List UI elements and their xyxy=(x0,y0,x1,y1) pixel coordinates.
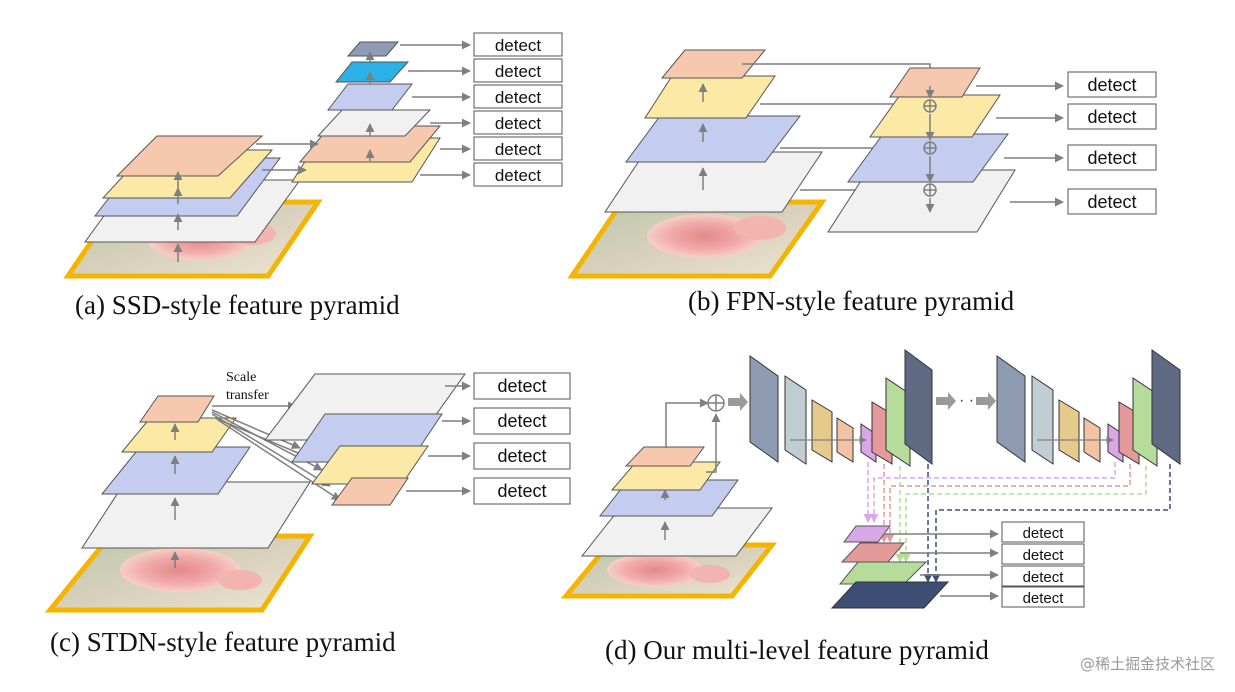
svg-text:detect: detect xyxy=(497,446,546,466)
detect-box: detect xyxy=(1067,71,1157,98)
feature-plane-slate-right xyxy=(346,41,400,57)
watermark: @稀土掘金技术社区 xyxy=(1079,655,1215,673)
feature-plane-yellow xyxy=(120,417,237,453)
arrow-right-icon xyxy=(936,392,956,410)
svg-text:detect: detect xyxy=(1023,525,1065,542)
arrow-right-icon xyxy=(976,392,996,410)
detect-box: detect xyxy=(473,477,571,505)
svg-text:detect: detect xyxy=(1023,547,1065,564)
detect-box: detect xyxy=(473,162,563,187)
rose-photo-icon xyxy=(567,199,827,279)
svg-text:detect: detect xyxy=(1087,75,1136,95)
feature-plane-gray xyxy=(81,481,311,549)
svg-text:detect: detect xyxy=(497,411,546,431)
detect-box: detect xyxy=(1067,144,1157,171)
svg-text:detect: detect xyxy=(497,376,546,396)
detect-box: detect xyxy=(1001,565,1085,587)
svg-text:detect: detect xyxy=(1023,590,1065,607)
feature-plane-yellow-right xyxy=(869,94,1001,138)
panel-d-multilevel: · · · xyxy=(560,349,1181,609)
feature-plane-green xyxy=(838,561,928,585)
detect-box: detect xyxy=(1001,521,1085,543)
svg-text:detect: detect xyxy=(1087,107,1136,127)
feature-plane-cyan-right xyxy=(334,61,410,83)
detect-box: detect xyxy=(473,84,563,109)
detect-box: detect xyxy=(473,110,563,135)
panel-a-ssd: detect detect detect detect detect detec… xyxy=(63,32,563,279)
caption-d: (d) Our multi-level feature pyramid xyxy=(605,635,989,665)
circle-plus-icon xyxy=(923,183,937,197)
detect-box: detect xyxy=(473,407,571,435)
feature-plane-yellow xyxy=(644,75,776,119)
detect-box: detect xyxy=(473,58,563,83)
rose-photo-icon xyxy=(560,542,778,599)
tum-block-2 xyxy=(996,349,1181,467)
feature-plane-navy xyxy=(830,581,950,609)
feature-plane-gray-right xyxy=(316,109,432,137)
caption-a: (a) SSD-style feature pyramid xyxy=(75,290,400,320)
detect-box: detect xyxy=(1001,543,1085,565)
feature-plane-peach xyxy=(624,446,705,467)
circle-plus-icon xyxy=(923,99,937,113)
caption-c: (c) STDN-style feature pyramid xyxy=(50,627,396,657)
feature-plane-peach xyxy=(139,395,215,423)
detect-box: detect xyxy=(473,442,571,470)
feature-plane-peach xyxy=(115,135,264,177)
feature-plane-peach-right xyxy=(889,67,981,98)
svg-text:detect: detect xyxy=(495,114,542,133)
feature-plane-gray xyxy=(580,507,773,557)
svg-text:detect: detect xyxy=(495,140,542,159)
circle-plus-icon xyxy=(707,394,725,412)
panel-b-fpn: detect detect detect detect xyxy=(567,49,1157,279)
svg-text:detect: detect xyxy=(495,62,542,81)
feature-plane-peach xyxy=(660,49,767,79)
tum-block-1 xyxy=(749,349,933,467)
feature-plane-blue xyxy=(625,115,802,163)
svg-text:transfer: transfer xyxy=(226,388,269,403)
caption-b: (b) FPN-style feature pyramid xyxy=(688,286,1015,316)
svg-text:detect: detect xyxy=(497,481,546,501)
arrow-right-icon xyxy=(728,393,748,411)
svg-text:detect: detect xyxy=(495,166,542,185)
feature-plane-blue-right xyxy=(326,83,414,111)
svg-text:detect: detect xyxy=(1087,148,1136,168)
svg-text:detect: detect xyxy=(1087,192,1136,212)
svg-text:detect: detect xyxy=(495,88,542,107)
panel-c-stdn: Scale transfer detect detect detect dete… xyxy=(44,370,571,613)
feature-plane-violet xyxy=(843,525,891,543)
circle-plus-icon xyxy=(923,141,937,155)
feature-plane-peach-right xyxy=(331,477,409,506)
svg-text:detect: detect xyxy=(495,36,542,55)
detect-box: detect xyxy=(473,372,571,400)
detect-box: detect xyxy=(1067,103,1157,130)
detect-box: detect xyxy=(473,32,563,57)
detect-box: detect xyxy=(1067,188,1157,215)
detect-box: detect xyxy=(1001,586,1085,608)
svg-text:Scale: Scale xyxy=(226,370,256,385)
svg-text:detect: detect xyxy=(1023,569,1065,586)
detect-box: detect xyxy=(473,136,563,161)
feature-plane-red xyxy=(840,542,906,563)
